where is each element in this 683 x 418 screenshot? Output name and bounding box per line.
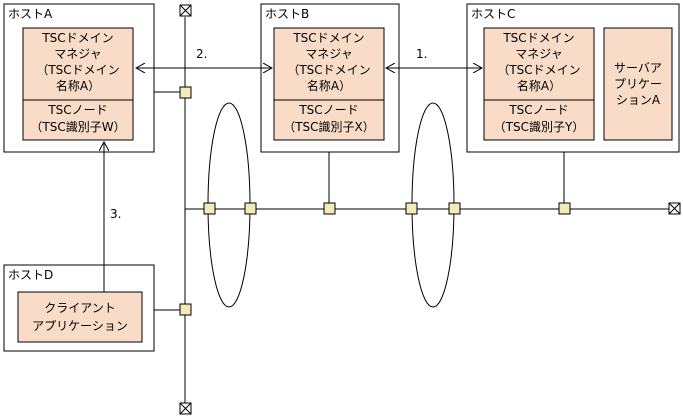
host-d-client-app-line1: クライアント bbox=[44, 301, 116, 315]
host-c-title: ホストC bbox=[471, 7, 515, 21]
host-b-title: ホストB bbox=[265, 7, 309, 21]
port-icon bbox=[323, 202, 336, 215]
port-icon bbox=[448, 202, 461, 215]
host-b-manager-line2: マネジャ bbox=[305, 47, 352, 61]
host-a-manager-line1: TSCドメイン bbox=[41, 31, 113, 45]
host-c-server-app-line1: サーバア bbox=[614, 61, 662, 75]
host-c-node-line2: （TSC識別子Y） bbox=[494, 120, 585, 134]
host-d-title: ホストD bbox=[8, 268, 53, 282]
host-b-manager-line1: TSCドメイン bbox=[292, 31, 364, 45]
port-icon bbox=[558, 202, 571, 215]
host-b-domain-manager bbox=[273, 27, 385, 101]
host-c-manager-line1: TSCドメイン bbox=[502, 31, 574, 45]
host-a-manager-line2: マネジャ bbox=[54, 47, 101, 61]
host-d-client-application bbox=[17, 291, 143, 343]
host-d-client-app-line2: アプリケーション bbox=[32, 319, 128, 333]
host-a-manager-line3: （TSCドメイン bbox=[36, 63, 119, 77]
arrow-2-label: 2. bbox=[196, 47, 207, 61]
arrow-3-label: 3. bbox=[110, 207, 121, 221]
host-c-domain-manager bbox=[483, 27, 595, 101]
port-icon bbox=[203, 202, 216, 215]
host-c-server-app-line3: ションA bbox=[616, 93, 661, 107]
port-icon bbox=[244, 202, 257, 215]
arrow-1-label: 1. bbox=[416, 47, 427, 61]
port-icon bbox=[405, 202, 418, 215]
host-b: ホストB TSCドメイン マネジャ （TSCドメイン 名称A） TSCノード （… bbox=[260, 3, 400, 153]
terminator-icon bbox=[179, 4, 192, 17]
host-a: ホストA TSCドメイン マネジャ （TSCドメイン 名称A） TSCノード （… bbox=[3, 3, 155, 153]
host-a-manager-line4: 名称A） bbox=[56, 78, 100, 93]
host-a-node-line1: TSCノード bbox=[47, 103, 107, 117]
host-b-tsc-node bbox=[273, 99, 385, 141]
host-a-title: ホストA bbox=[8, 7, 53, 21]
host-c-manager-line3: （TSCドメイン bbox=[497, 63, 580, 77]
host-c-server-app-line2: プリケー bbox=[614, 77, 662, 91]
port-icon bbox=[179, 86, 192, 99]
host-c-node-line1: TSCノード bbox=[508, 103, 568, 117]
host-c: ホストC TSCドメイン マネジャ （TSCドメイン 名称A） TSCノード （… bbox=[466, 3, 680, 153]
host-b-node-line1: TSCノード bbox=[298, 103, 358, 117]
host-c-manager-line4: 名称A） bbox=[517, 78, 561, 93]
terminator-icon bbox=[179, 402, 192, 415]
network-segment-ellipse-2 bbox=[411, 102, 455, 308]
host-d: ホストD クライアント アプリケーション bbox=[3, 264, 155, 352]
port-icon bbox=[179, 303, 192, 316]
host-c-tsc-node bbox=[483, 99, 595, 141]
host-a-tsc-node bbox=[22, 99, 134, 141]
host-c-manager-line2: マネジャ bbox=[515, 47, 562, 61]
host-a-node-line2: （TSC識別子W） bbox=[30, 120, 125, 134]
host-b-node-line2: （TSC識別子X） bbox=[283, 120, 375, 134]
terminator-icon bbox=[668, 202, 681, 215]
host-c-server-application bbox=[603, 27, 673, 141]
host-a-domain-manager bbox=[22, 27, 134, 101]
host-b-manager-line4: 名称A） bbox=[307, 78, 351, 93]
host-b-manager-line3: （TSCドメイン bbox=[287, 63, 370, 77]
